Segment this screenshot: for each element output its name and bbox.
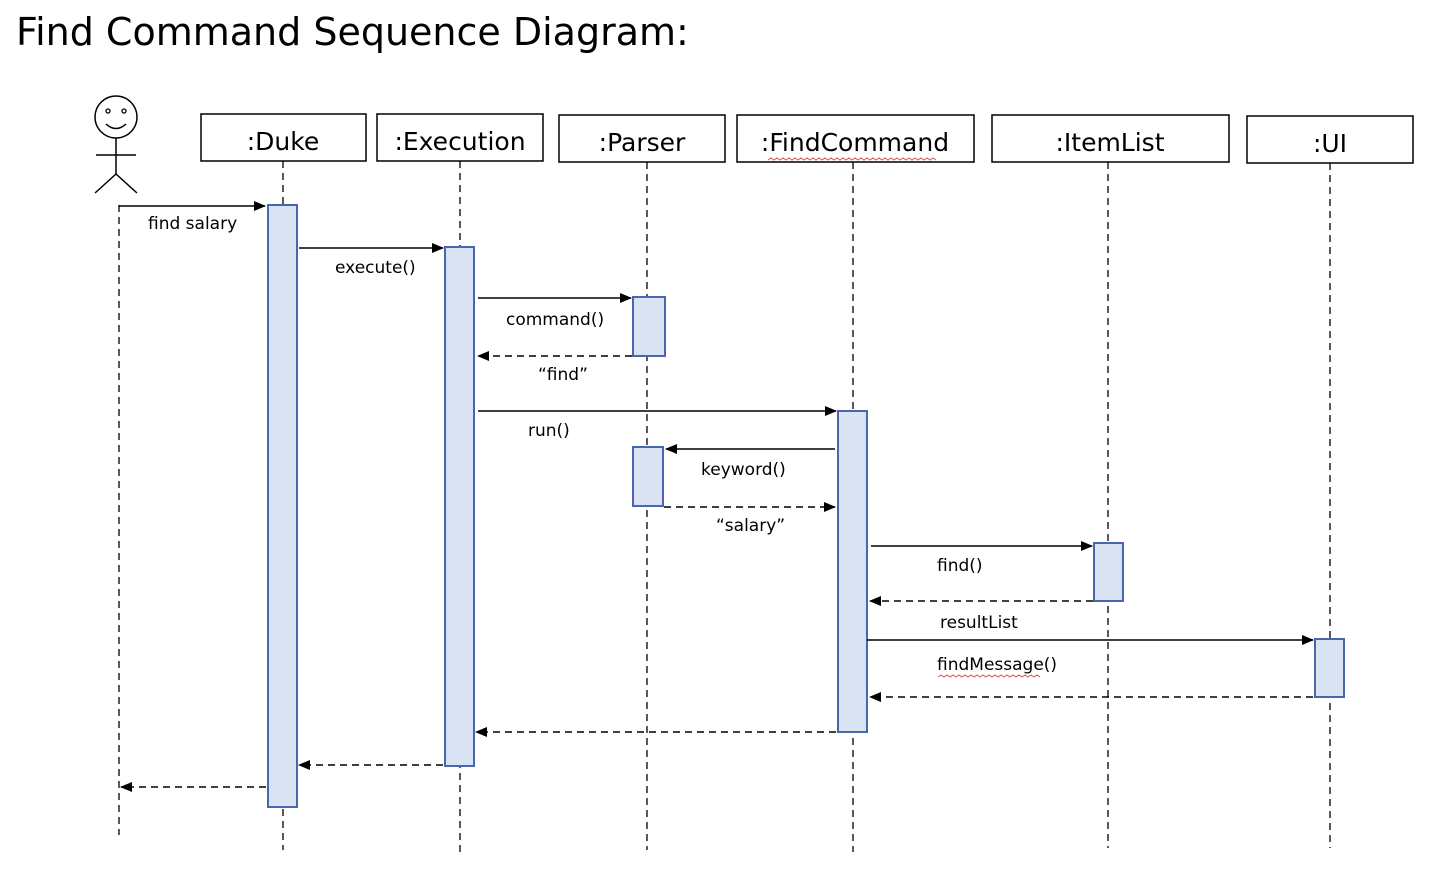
message-find-salary: find salary <box>119 201 266 234</box>
participant-label-execution: :Execution <box>394 127 525 156</box>
message-label: “salary” <box>716 516 785 536</box>
message-label: find salary <box>148 214 237 234</box>
message-command: command() <box>478 293 632 330</box>
participant-label-itemlist: :ItemList <box>1055 128 1164 157</box>
activation-bar-execution <box>444 246 475 767</box>
message-label: run() <box>528 421 570 441</box>
message-label: findMessage() <box>937 655 1057 675</box>
activation-bar-ui <box>1314 638 1345 698</box>
participant-execution: :Execution <box>376 113 544 162</box>
message-label: resultList <box>940 613 1018 633</box>
message-label: “find” <box>538 365 588 385</box>
activation-bar-itemlist <box>1093 542 1124 602</box>
activation-bar-findcommand <box>837 410 868 733</box>
message-findmessage: findMessage() <box>867 635 1314 678</box>
message-label: execute() <box>335 258 416 278</box>
message-execute: execute() <box>299 243 444 278</box>
participant-ui: :UI <box>1246 115 1414 164</box>
stick-figure-actor-icon <box>94 95 138 194</box>
participant-label-duke: :Duke <box>247 127 320 156</box>
participant-itemlist: :ItemList <box>991 114 1230 163</box>
return-find: “find” <box>477 351 632 385</box>
participant-findcommand: :FindCommand <box>736 114 975 163</box>
participant-label-findcommand: :FindCommand <box>761 128 949 157</box>
participant-duke: :Duke <box>200 113 367 162</box>
message-find: find() <box>871 541 1093 576</box>
message-label: keyword() <box>701 460 786 480</box>
message-label: find() <box>937 556 983 576</box>
participant-label-ui: :UI <box>1313 129 1347 158</box>
message-label: command() <box>506 310 604 330</box>
activation-bar-parser-keyword <box>632 446 664 507</box>
message-run: run() <box>478 406 837 441</box>
message-keyword: keyword() <box>665 444 835 480</box>
return-resultlist: resultList <box>869 596 1093 633</box>
participant-parser: :Parser <box>558 114 726 163</box>
return-salary: “salary” <box>664 502 836 536</box>
page-title: Find Command Sequence Diagram: <box>16 10 689 54</box>
spellcheck-underline <box>767 157 937 161</box>
activation-bar-duke <box>267 204 298 808</box>
participant-label-parser: :Parser <box>599 128 686 157</box>
spellcheck-underline <box>937 674 1041 678</box>
activation-bar-parser-command <box>632 296 666 357</box>
